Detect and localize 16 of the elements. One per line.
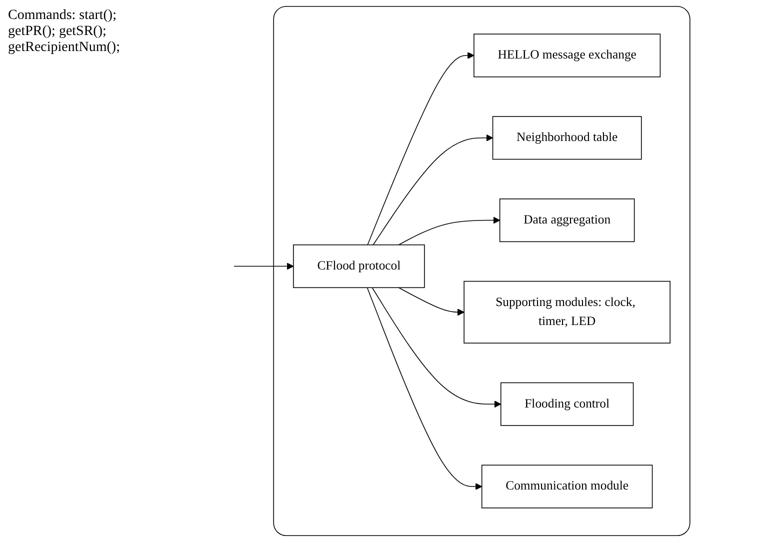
- arrow: [234, 262, 294, 270]
- node-box: CFlood protocol: [293, 244, 425, 288]
- arrow: [367, 52, 474, 246]
- node-box: HELLO message exchange: [474, 34, 661, 78]
- arrow: [398, 216, 500, 246]
- node-box: Data aggregation: [499, 198, 635, 242]
- arrow: [366, 287, 482, 490]
- node-box: Communication module: [481, 464, 653, 508]
- node-box: Supporting modules: clock, timer, LED: [464, 280, 670, 344]
- node-box: Flooding control: [500, 382, 634, 426]
- arrow: [398, 287, 464, 316]
- arrow: [372, 134, 494, 246]
- command-list-note: Commands: start(); getPR(); getSR(); getRecipientNum();: [8, 8, 121, 56]
- node-box: Neighborhood table: [492, 116, 642, 160]
- arrow: [372, 287, 502, 408]
- cluster: [273, 6, 690, 536]
